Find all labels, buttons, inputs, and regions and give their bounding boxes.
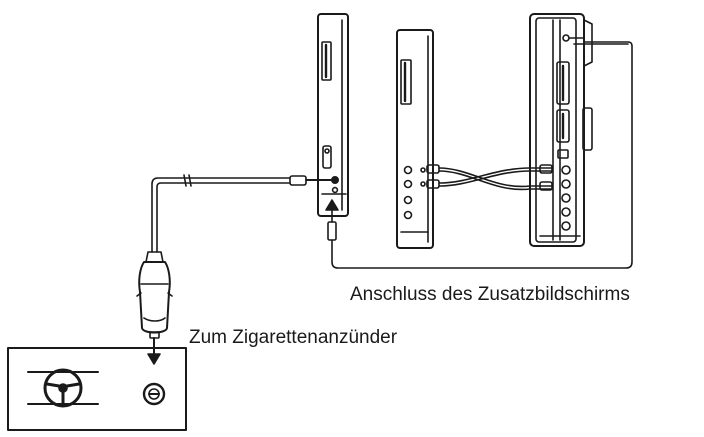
main-player [317,13,349,217]
additional-screen [396,29,434,249]
extra-screen-label: Anschluss des Zusatzbildschirms [350,284,630,305]
av-cables [426,164,553,191]
cigarette-lighter-label: Zum Zigarettenanzünder [189,327,398,348]
steering-wheel-icon [27,368,99,408]
car-dashboard [7,347,187,431]
link-cable [325,37,633,269]
car-adapter-cable [151,174,333,253]
main-screen [529,13,593,247]
lighter-plug [136,251,173,365]
lighter-socket-icon [142,382,166,406]
